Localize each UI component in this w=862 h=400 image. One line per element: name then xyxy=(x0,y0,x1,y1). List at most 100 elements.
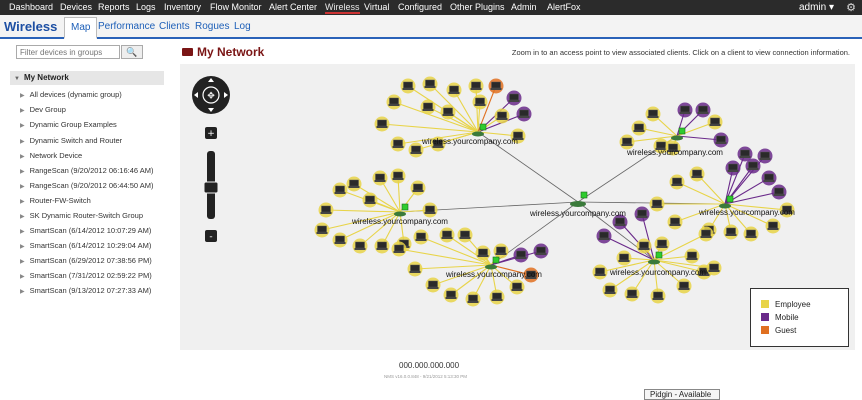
laptop-icon[interactable] xyxy=(374,238,390,254)
laptop-icon[interactable] xyxy=(667,214,683,230)
laptop-icon[interactable] xyxy=(386,94,402,110)
tree-item[interactable]: ▶SmartScan (7/31/2012 02:59:22 PM) xyxy=(20,271,152,280)
pan-right-icon[interactable] xyxy=(224,92,228,98)
pan-up-icon[interactable] xyxy=(208,78,214,82)
laptop-icon[interactable] xyxy=(649,196,665,212)
laptop-icon[interactable] xyxy=(513,247,529,263)
tab-clients[interactable]: Clients xyxy=(159,21,190,32)
laptop-icon[interactable] xyxy=(737,146,753,162)
nav-flow-monitor[interactable]: Flow Monitor xyxy=(210,2,262,12)
laptop-icon[interactable] xyxy=(465,291,481,307)
laptop-icon[interactable] xyxy=(493,243,509,259)
laptop-icon[interactable] xyxy=(706,260,722,276)
laptop-icon[interactable] xyxy=(676,278,692,294)
laptop-icon[interactable] xyxy=(631,120,647,136)
laptop-icon[interactable] xyxy=(443,287,459,303)
nav-logs[interactable]: Logs xyxy=(136,2,156,12)
laptop-icon[interactable] xyxy=(374,116,390,132)
laptop-icon[interactable] xyxy=(407,261,423,277)
laptop-icon[interactable] xyxy=(510,128,526,144)
laptop-icon[interactable] xyxy=(332,232,348,248)
search-button[interactable]: 🔍 xyxy=(121,45,143,59)
zoom-slider-handle[interactable] xyxy=(203,181,219,194)
laptop-icon[interactable] xyxy=(516,106,532,122)
laptop-icon[interactable] xyxy=(653,138,669,154)
controller-icon[interactable] xyxy=(570,191,588,207)
tree-item[interactable]: ▶RangeScan (9/20/2012 06:44:50 AM) xyxy=(20,181,153,190)
laptop-icon[interactable] xyxy=(707,114,723,130)
laptop-icon[interactable] xyxy=(446,82,462,98)
gear-icon[interactable]: ⚙ xyxy=(846,2,856,14)
tab-log[interactable]: Log xyxy=(234,21,251,32)
laptop-icon[interactable] xyxy=(408,142,424,158)
tree-item[interactable]: ▶Dev Group xyxy=(20,105,66,114)
nav-inventory[interactable]: Inventory xyxy=(164,2,202,12)
laptop-icon[interactable] xyxy=(771,184,787,200)
tree-item[interactable]: ▶SmartScan (9/13/2012 07:27:33 AM) xyxy=(20,286,151,295)
nav-alertfox[interactable]: AlertFox xyxy=(547,2,581,12)
laptop-icon[interactable] xyxy=(413,229,429,245)
tree-item[interactable]: ▶SK Dynamic Router-Switch Group xyxy=(20,211,143,220)
laptop-icon[interactable] xyxy=(314,222,330,238)
laptop-icon[interactable] xyxy=(745,158,761,174)
access-point-icon[interactable] xyxy=(648,251,663,265)
laptop-icon[interactable] xyxy=(684,248,700,264)
tree-item[interactable]: ▶SmartScan (6/14/2012 10:29:04 AM) xyxy=(20,241,151,250)
laptop-icon[interactable] xyxy=(489,289,505,305)
laptop-icon[interactable] xyxy=(390,136,406,152)
laptop-icon[interactable] xyxy=(488,78,504,94)
user-menu[interactable]: admin ▾ xyxy=(798,2,834,13)
laptop-icon[interactable] xyxy=(723,224,739,240)
laptop-icon[interactable] xyxy=(439,227,455,243)
pan-down-icon[interactable] xyxy=(208,108,214,112)
laptop-icon[interactable] xyxy=(761,170,777,186)
laptop-icon[interactable] xyxy=(636,238,652,254)
tree-item[interactable]: ▶SmartScan (6/29/2012 07:38:56 PM) xyxy=(20,256,152,265)
laptop-icon[interactable] xyxy=(472,94,488,110)
tab-map[interactable]: Map xyxy=(64,17,98,39)
laptop-icon[interactable] xyxy=(654,236,670,252)
laptop-icon[interactable] xyxy=(457,227,473,243)
laptop-icon[interactable] xyxy=(468,78,484,94)
tree-item[interactable]: ▶Router-FW-Switch xyxy=(20,196,91,205)
tree-item[interactable]: ▶RangeScan (9/20/2012 06:16:46 AM) xyxy=(20,166,153,175)
tree-item[interactable]: ▶Network Device xyxy=(20,151,82,160)
laptop-icon[interactable] xyxy=(779,202,795,218)
laptop-icon[interactable] xyxy=(677,102,693,118)
nav-other-plugins[interactable]: Other Plugins xyxy=(450,2,505,12)
laptop-icon[interactable] xyxy=(596,228,612,244)
laptop-icon[interactable] xyxy=(390,168,406,184)
laptop-icon[interactable] xyxy=(422,76,438,92)
nav-wireless[interactable]: Wireless xyxy=(325,2,360,14)
laptop-icon[interactable] xyxy=(689,166,705,182)
nav-virtual[interactable]: Virtual xyxy=(364,2,390,12)
nav-dashboard[interactable]: Dashboard xyxy=(9,2,54,12)
access-point-icon[interactable] xyxy=(485,256,500,270)
laptop-icon[interactable] xyxy=(757,148,773,164)
access-point-icon[interactable] xyxy=(472,123,487,137)
laptop-icon[interactable] xyxy=(665,140,681,156)
laptop-icon[interactable] xyxy=(346,176,362,192)
nav-configured[interactable]: Configured xyxy=(398,2,443,12)
nav-admin[interactable]: Admin xyxy=(511,2,537,12)
tab-rogues[interactable]: Rogues xyxy=(195,21,230,32)
laptop-icon[interactable] xyxy=(506,90,522,106)
pan-control[interactable]: ✥ xyxy=(192,76,230,114)
laptop-icon[interactable] xyxy=(650,288,666,304)
laptop-icon[interactable] xyxy=(602,282,618,298)
tree-item[interactable]: ▶SmartScan (6/14/2012 10:07:29 AM) xyxy=(20,226,151,235)
access-point-icon[interactable] xyxy=(394,203,409,217)
tab-performance[interactable]: Performance xyxy=(98,21,156,32)
access-point-icon[interactable] xyxy=(671,127,686,141)
network-map-canvas[interactable]: wireless.yourcompany.comwireless.yourcom… xyxy=(180,64,855,350)
laptop-icon[interactable] xyxy=(645,106,661,122)
tree-item[interactable]: ▶Dynamic Switch and Router xyxy=(20,136,122,145)
laptop-icon[interactable] xyxy=(332,182,348,198)
laptop-icon[interactable] xyxy=(400,78,416,94)
tree-item[interactable]: ▶Dynamic Group Examples xyxy=(20,120,117,129)
laptop-icon[interactable] xyxy=(713,132,729,148)
laptop-icon[interactable] xyxy=(743,226,759,242)
nav-devices[interactable]: Devices xyxy=(60,2,93,12)
laptop-icon[interactable] xyxy=(425,277,441,293)
